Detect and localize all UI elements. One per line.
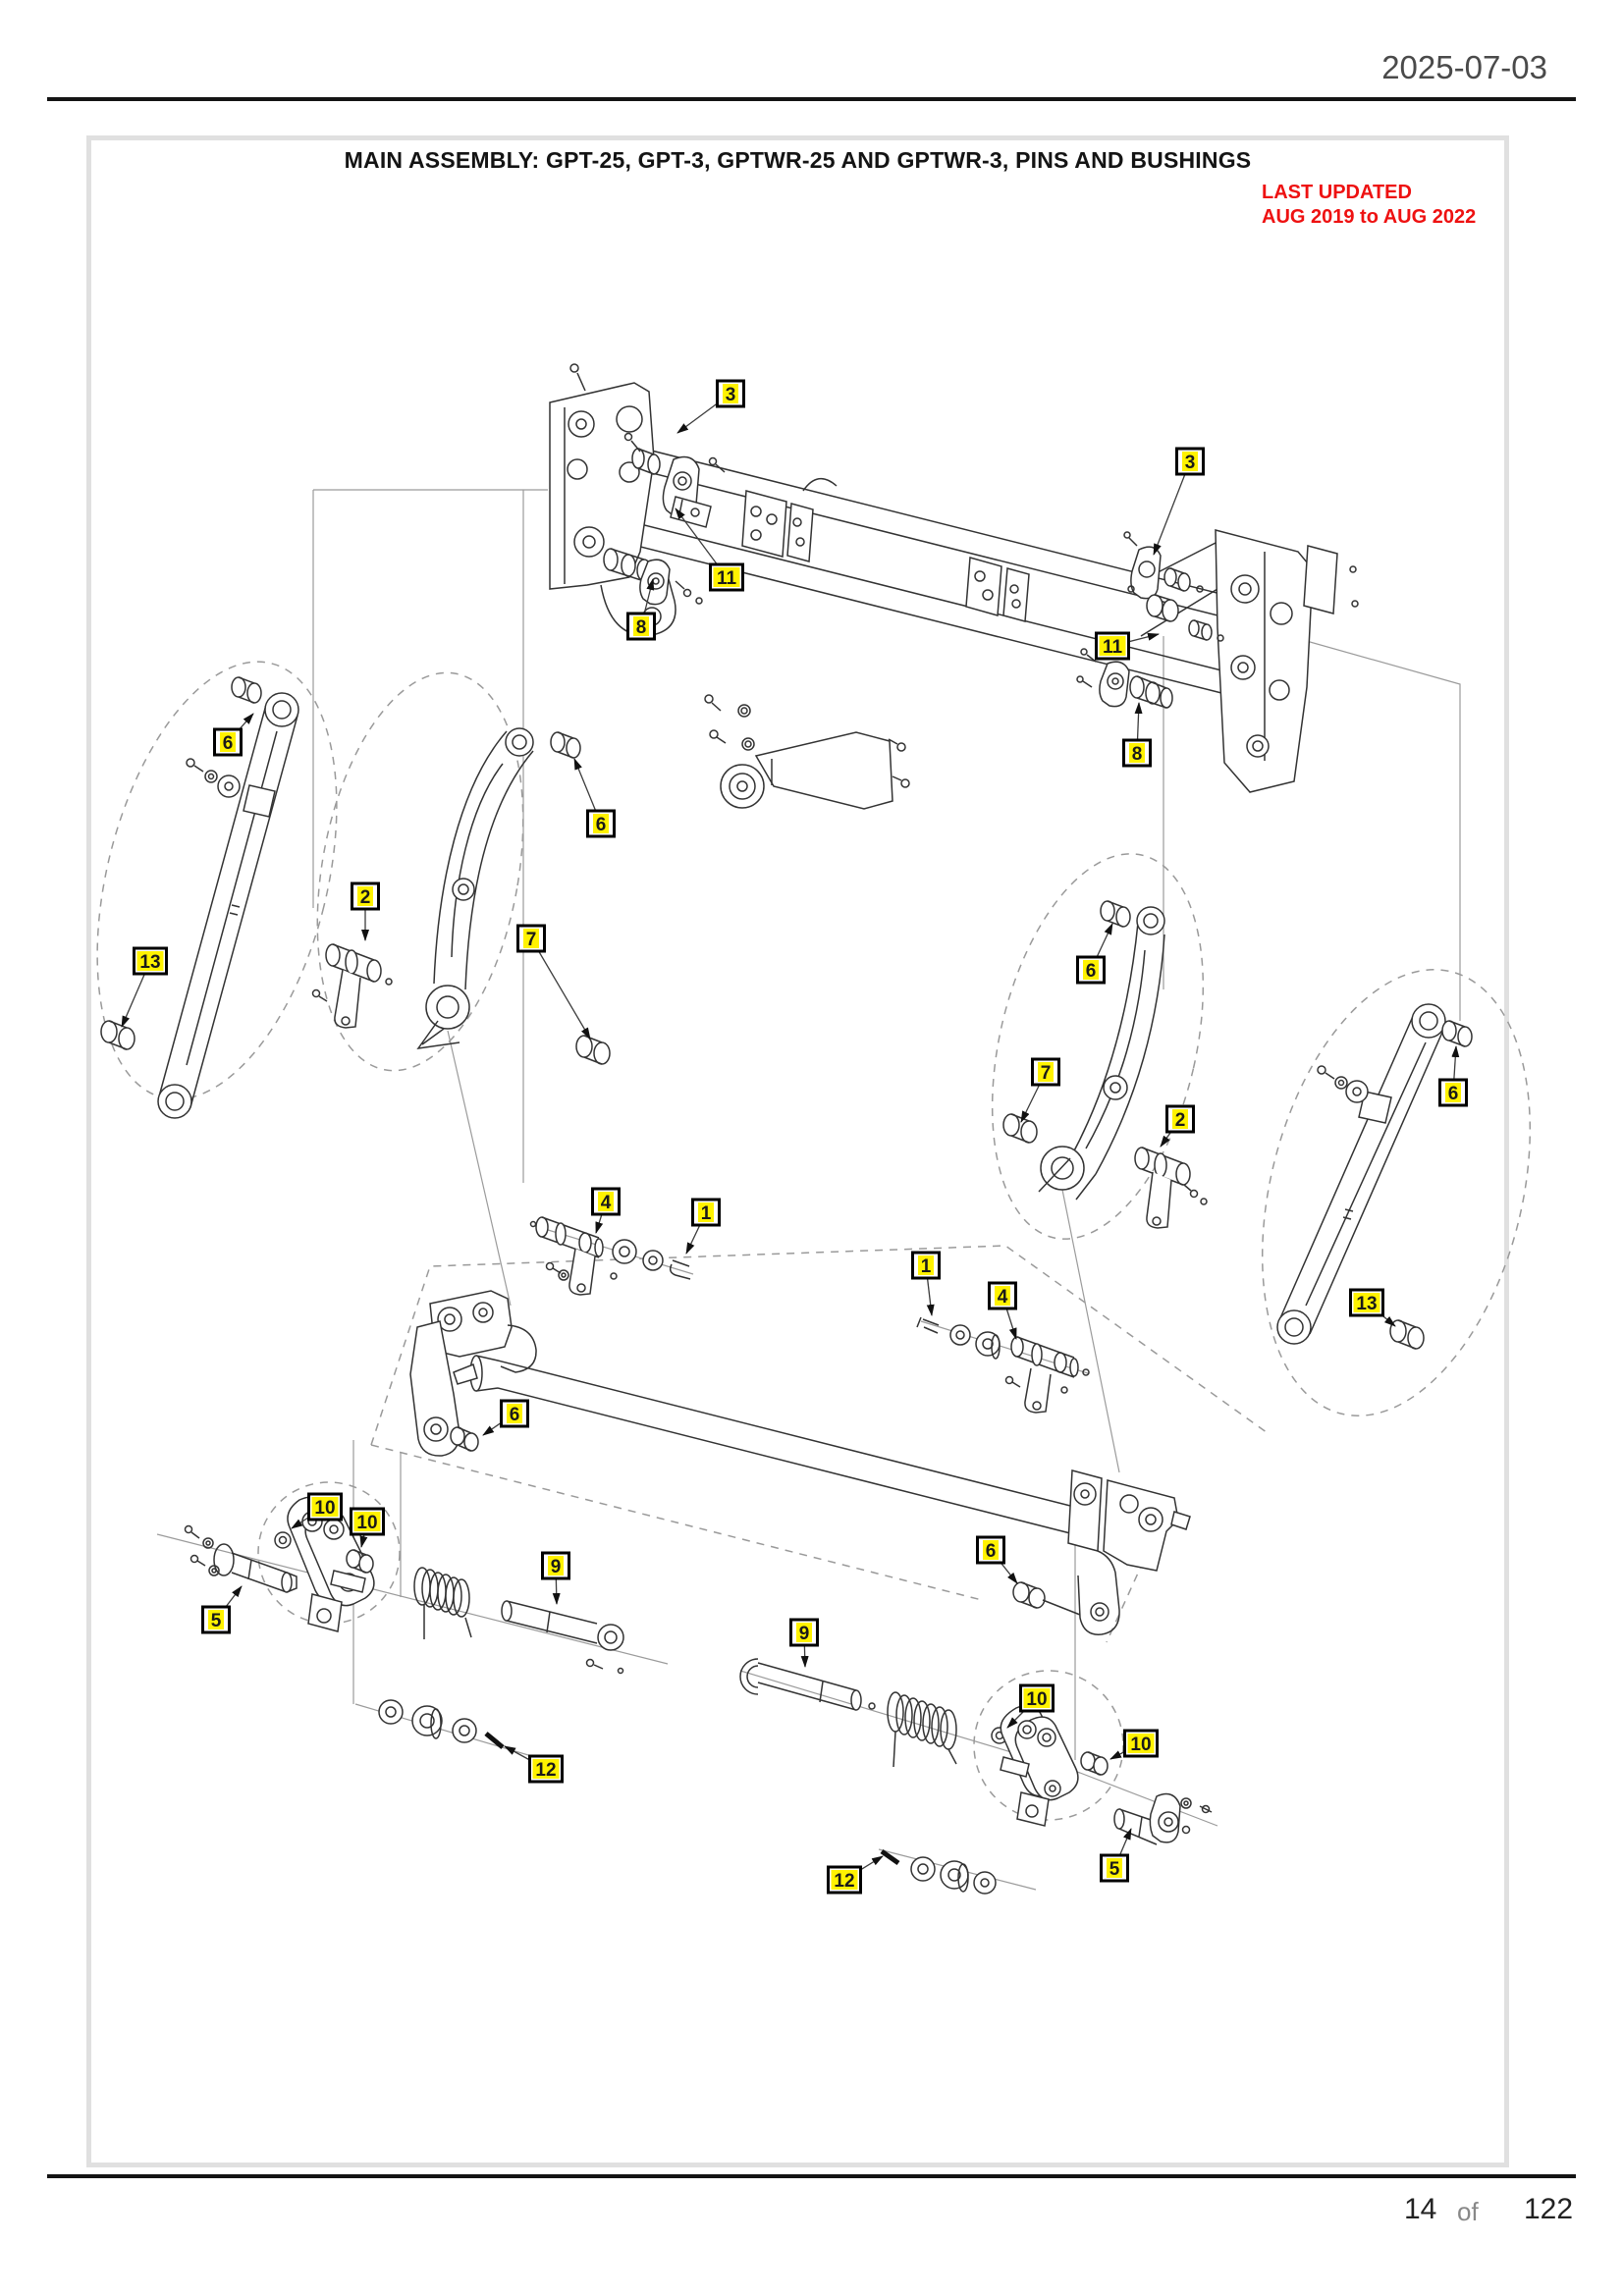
roller-bracket — [704, 694, 910, 810]
svg-text:13: 13 — [139, 952, 160, 973]
callout-12: 12 — [827, 1865, 862, 1895]
callout-13: 13 — [133, 946, 168, 976]
page-date: 2025-07-03 — [1381, 49, 1547, 85]
callout-7: 7 — [1031, 1057, 1060, 1087]
frame-pin-details-left — [603, 432, 726, 606]
last-updated-note: LAST UPDATED AUG 2019 to AUG 2022 — [1262, 181, 1476, 230]
svg-text:11: 11 — [1103, 637, 1123, 658]
lift-arm-right-outer — [1276, 1003, 1473, 1350]
svg-text:6: 6 — [986, 1541, 997, 1562]
callout-3: 3 — [716, 379, 745, 408]
callout-5: 5 — [201, 1605, 231, 1634]
svg-text:6: 6 — [510, 1405, 520, 1425]
callout-13: 13 — [1349, 1288, 1384, 1317]
cross-tube-assembly — [409, 1290, 1191, 1635]
svg-text:2: 2 — [360, 887, 371, 908]
footer-of-label: of — [1457, 2197, 1479, 2226]
callout-11: 11 — [709, 562, 744, 592]
svg-text:8: 8 — [1132, 744, 1143, 765]
svg-text:7: 7 — [526, 930, 537, 950]
svg-text:12: 12 — [535, 1760, 556, 1781]
svg-text:6: 6 — [1086, 961, 1097, 982]
callout-12: 12 — [528, 1754, 564, 1784]
svg-text:9: 9 — [551, 1557, 562, 1577]
callout-3: 3 — [1175, 447, 1205, 476]
callout-8: 8 — [626, 612, 656, 641]
callout-9: 9 — [541, 1551, 570, 1580]
svg-text:10: 10 — [314, 1498, 335, 1519]
svg-text:1: 1 — [701, 1203, 712, 1224]
svg-text:6: 6 — [223, 733, 234, 754]
svg-text:1: 1 — [921, 1256, 932, 1277]
callout-6: 6 — [976, 1535, 1005, 1565]
callout-6: 6 — [586, 809, 616, 838]
last-updated-line1: LAST UPDATED — [1262, 182, 1412, 203]
parts-art — [100, 363, 1473, 1895]
callout-4: 4 — [988, 1281, 1017, 1310]
svg-text:7: 7 — [1041, 1063, 1052, 1084]
svg-text:6: 6 — [1448, 1084, 1459, 1104]
callout-10: 10 — [307, 1492, 343, 1522]
frame-pin-details-right — [1076, 531, 1224, 709]
callout-2: 2 — [1165, 1104, 1195, 1134]
svg-text:5: 5 — [211, 1611, 222, 1631]
header-rule — [47, 97, 1576, 101]
callout-5: 5 — [1100, 1853, 1129, 1883]
svg-text:8: 8 — [636, 617, 647, 638]
svg-text:9: 9 — [799, 1624, 810, 1644]
curved-arm-right — [1002, 900, 1208, 1229]
callout-6: 6 — [1438, 1078, 1468, 1107]
svg-text:6: 6 — [596, 815, 607, 835]
callout-9: 9 — [789, 1618, 819, 1647]
curved-arm-left — [311, 727, 611, 1065]
svg-text:11: 11 — [717, 568, 737, 589]
diagram-border — [86, 135, 1509, 2167]
callout-8: 8 — [1122, 738, 1152, 768]
lift-arm-left-outer — [100, 676, 299, 1119]
svg-text:4: 4 — [998, 1287, 1008, 1308]
callout-6: 6 — [500, 1399, 529, 1428]
callout-10: 10 — [350, 1507, 385, 1536]
footer-rule — [47, 2174, 1576, 2178]
callout-6: 6 — [1076, 955, 1106, 985]
washer-set-right — [880, 1848, 997, 1895]
footer-total-pages: 122 — [1524, 2193, 1574, 2225]
svg-text:10: 10 — [356, 1513, 377, 1533]
callout-1: 1 — [911, 1251, 941, 1280]
svg-text:5: 5 — [1109, 1859, 1120, 1880]
latch-assembly-left — [184, 1496, 624, 1675]
last-updated-line2: AUG 2019 to AUG 2022 — [1262, 206, 1477, 228]
svg-text:2: 2 — [1175, 1110, 1186, 1131]
callout-10: 10 — [1123, 1729, 1159, 1758]
washer-set-left — [378, 1699, 505, 1749]
diagram-title: MAIN ASSEMBLY: GPT-25, GPT-3, GPTWR-25 A… — [344, 147, 1252, 173]
svg-text:10: 10 — [1026, 1689, 1047, 1710]
main-frame-weldment — [549, 363, 1359, 793]
svg-text:4: 4 — [601, 1193, 612, 1213]
svg-text:13: 13 — [1356, 1294, 1377, 1314]
callout-4: 4 — [591, 1187, 621, 1216]
svg-text:12: 12 — [834, 1871, 854, 1892]
pivot-pin-group-left — [529, 1216, 691, 1296]
callout-2: 2 — [351, 881, 380, 911]
callout-1: 1 — [691, 1198, 721, 1227]
svg-text:10: 10 — [1130, 1735, 1151, 1755]
svg-text:3: 3 — [726, 385, 736, 405]
callout-7: 7 — [516, 924, 546, 953]
svg-text:3: 3 — [1185, 453, 1196, 473]
callout-6: 6 — [213, 727, 243, 757]
callout-10: 10 — [1019, 1683, 1055, 1713]
footer-page-number: 14 — [1404, 2193, 1437, 2225]
pivot-pin-group-right — [916, 1316, 1090, 1414]
callout-11: 11 — [1095, 631, 1130, 661]
